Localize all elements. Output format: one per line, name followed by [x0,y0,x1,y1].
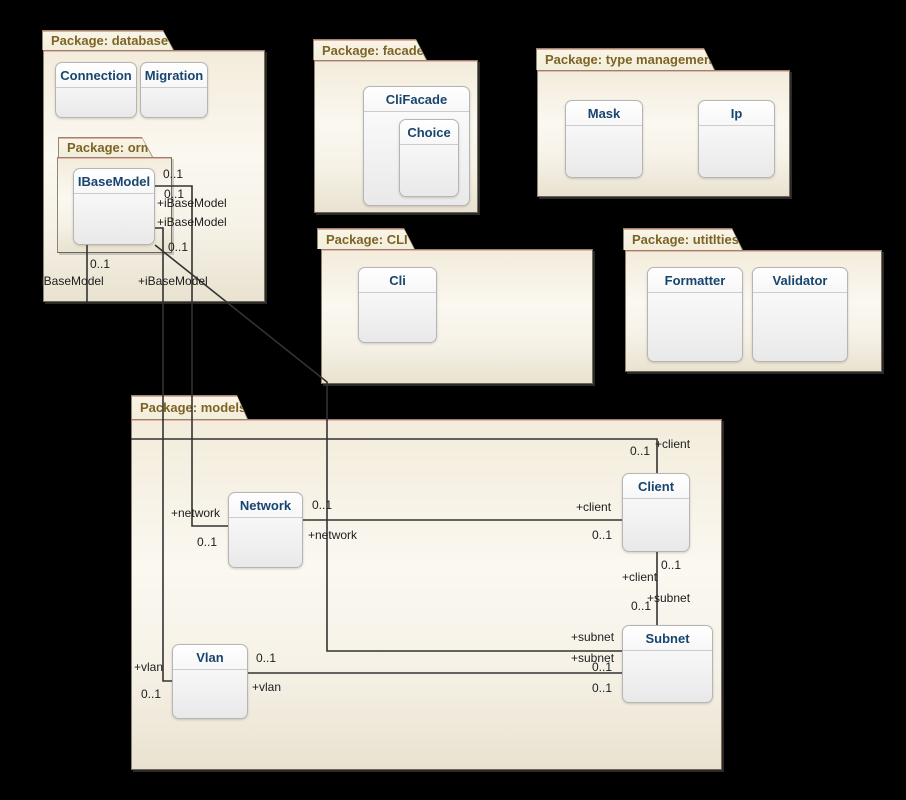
package-tab-cli: Package: CLI [317,228,415,249]
package-label-orm: Package: orm [67,140,153,155]
class-choice: Choice [399,119,459,197]
role-label: +iBaseModel [138,274,208,288]
role-label: +network [308,528,358,542]
package-label-models: Package: models [140,400,247,415]
class-title-migration: Migration [141,63,207,88]
class-vlan: Vlan [172,644,248,719]
role-label: +network [171,506,221,520]
role-label: +subnet [571,651,615,665]
multiplicity-label: 0..1 [197,535,218,549]
package-tab-type-management: Package: type management [536,48,715,70]
multiplicity-label: 0..1 [592,681,613,695]
class-name-text: Subnet [645,630,690,646]
class-title-vlan: Vlan [173,645,247,670]
multiplicity-label: 0..1 [256,651,277,665]
class-name-text: Network [239,497,292,513]
class-ibasemodel: IBaseModel [73,168,155,245]
package-label-database: Package: database [51,33,169,48]
multiplicity-label: 0..1 [141,687,162,701]
class-title-choice: Choice [400,120,458,145]
multiplicity-label: 0..1 [592,660,613,674]
multiplicity-label: 0..1 [90,257,111,271]
role-label: iBaseModel [41,274,104,288]
package-label-utilities: Package: utitlties [632,232,739,247]
role-label: +subnet [647,591,691,605]
package-label-facades: Package: facades [322,42,432,58]
class-title-formatter: Formatter [648,268,742,293]
class-network: Network [228,492,303,568]
role-label: +iBaseModel [157,196,227,210]
class-name-text: IBaseModel [77,173,151,189]
role-label: +vlan [252,680,282,694]
role-label: +client [622,570,658,584]
class-mask: Mask [565,100,643,178]
class-title-validator: Validator [753,268,847,293]
multiplicity-label: 0..1 [631,599,652,613]
class-title-ibasemodel: IBaseModel [74,169,154,194]
role-label: +iBaseModel [157,215,227,229]
class-name-text: Vlan [196,649,224,665]
package-tab-facades: Package: facades [313,39,427,60]
role-label: +client [576,500,612,514]
class-title-mask: Mask [566,101,642,126]
package-tab-database: Package: database [42,30,174,50]
class-name-text: Formatter [664,272,726,288]
class-migration: Migration [140,62,208,118]
class-name-text: Connection [60,67,132,83]
class-cli: Cli [358,267,437,343]
package-tab-orm: Package: orm [58,137,153,157]
package-label-type-management: Package: type management [545,52,717,67]
role-label: +vlan [134,660,164,674]
class-name-text: Validator [772,272,828,288]
package-tab-models: Package: models [131,395,248,419]
multiplicity-label: 0..1 [168,240,189,254]
class-title-network: Network [229,493,302,518]
role-label: +client [655,437,691,451]
class-client: Client [622,473,690,552]
class-name-text: CliFacade [385,91,448,107]
multiplicity-label: 0..1 [630,444,651,458]
class-name-text: Migration [144,67,204,83]
class-name-text: Ip [730,105,743,121]
multiplicity-label: 0..1 [312,498,333,512]
class-title-cli: Cli [359,268,436,293]
multiplicity-label: 0..1 [592,528,613,542]
class-subnet: Subnet [622,625,713,703]
class-validator: Validator [752,267,848,362]
class-name-text: Choice [407,124,451,140]
class-title-connection: Connection [56,63,136,88]
class-ip: Ip [698,100,775,178]
role-label: +subnet [571,630,615,644]
multiplicity-label: 0..1 [163,167,184,181]
class-name-text: Mask [587,105,621,121]
class-title-ip: Ip [699,101,774,126]
class-title-subnet: Subnet [623,626,712,651]
class-title-client: Client [623,474,689,499]
class-formatter: Formatter [647,267,743,362]
class-title-clifacade: CliFacade [364,87,469,112]
class-name-text: Cli [389,272,406,288]
class-name-text: Client [637,478,675,494]
package-tab-utilities: Package: utitlties [623,228,743,250]
package-label-cli: Package: CLI [326,231,408,247]
class-connection: Connection [55,62,137,118]
multiplicity-label: 0..1 [661,558,682,572]
